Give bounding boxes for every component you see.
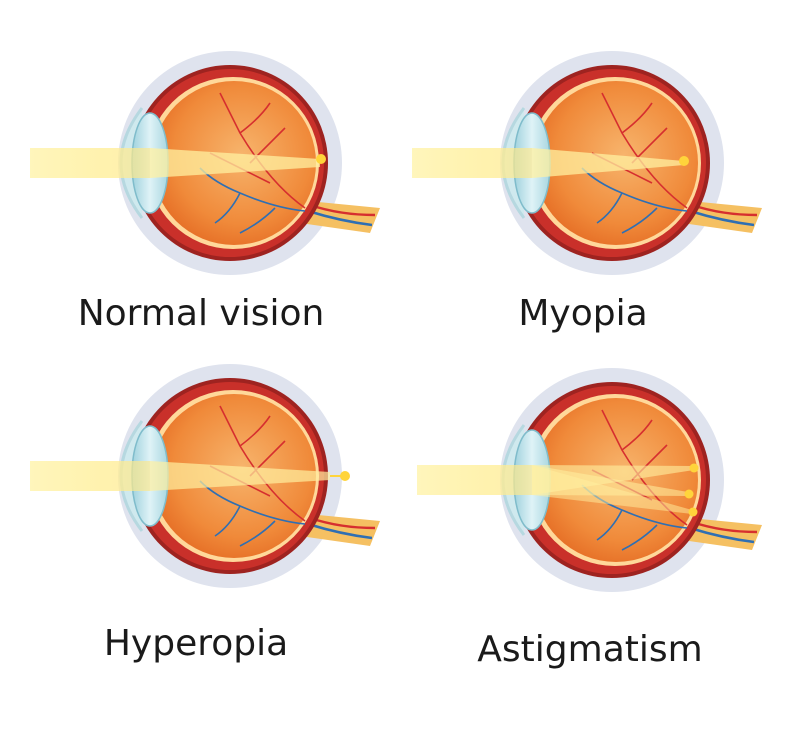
focus-point-3 (688, 507, 698, 517)
light-beam (417, 465, 694, 514)
eye-myopia (412, 51, 762, 275)
eye-hyperopia (30, 364, 380, 588)
focus-point-2 (684, 489, 694, 499)
focus-point-1 (689, 463, 699, 473)
eye-astigmatism (417, 368, 762, 592)
focus-point (679, 156, 689, 166)
hyperopia-label: Hyperopia (103, 623, 289, 664)
focus-point (340, 471, 350, 481)
light-beam (412, 148, 684, 178)
eye-normal-vision (30, 51, 380, 275)
light-beam (30, 148, 320, 178)
astigmatism-label: Astigmatism (477, 629, 703, 670)
focus-point (316, 154, 326, 164)
myopia-label: Myopia (518, 293, 648, 334)
light-beam (30, 461, 345, 491)
eyeball (500, 368, 762, 592)
normal-vision-label: Normal vision (77, 293, 325, 334)
